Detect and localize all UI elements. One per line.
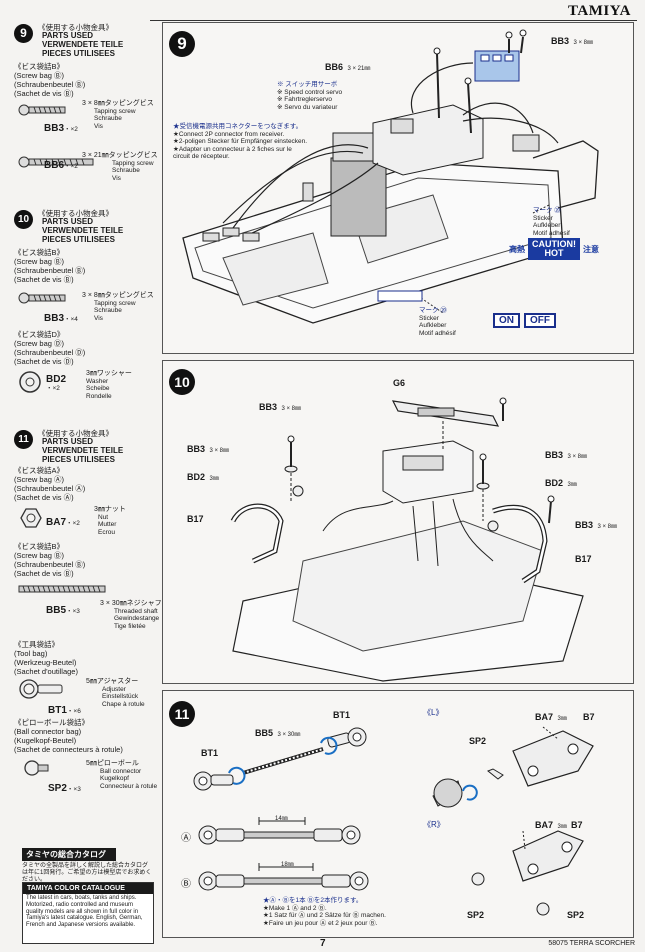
sp2-callout-l: SP2: [469, 736, 487, 746]
step-11-number: 11: [169, 701, 195, 727]
bt1-callout-left: BT1: [201, 748, 219, 758]
left-side-label: 《L》: [423, 708, 444, 717]
bt1-callout-right: BT1: [333, 710, 351, 720]
tapping-screw-long-icon: [18, 156, 94, 168]
ball-connector-icon: [24, 760, 49, 776]
tapping-screw-short-icon: [18, 104, 66, 116]
step-10-panel: 10 G6: [162, 360, 634, 684]
parts-used-jp: 《使用する小物金具》: [38, 209, 113, 218]
make-note: ★Ⓐ・Ⓑを1本 Ⓑを2本作ります。 ★Make 1 Ⓐ and 2 Ⓑ. ★1 …: [263, 897, 386, 927]
turnbuckle-illustration: [193, 726, 594, 916]
washer-icon: [19, 371, 41, 393]
dimension-b: 18㎜: [281, 862, 294, 868]
caution-hot-sticker: 高熱 CAUTION!HOT 注意: [509, 238, 599, 260]
brand-logo: TAMIYA: [567, 3, 631, 19]
dimension-a: 14㎜: [275, 816, 288, 822]
connector-note: ★受信機電源共用コネクターをつなぎます。 ★Connect 2P connect…: [173, 123, 308, 160]
bd2-label: BD2・×2: [46, 374, 67, 392]
parts-used-jp: 《使用する小物金具》: [38, 23, 113, 32]
bb3-callout: BB3 3 × 8㎜: [551, 36, 593, 46]
sp2-callout-r2: SP2: [567, 910, 585, 920]
sticker-note-onoff: マーク ⑳ Sticker Aufkleber Motif adhésif: [419, 307, 456, 337]
bb5-label: BB5・×3: [46, 605, 80, 616]
bb3-label: BB3・×2: [44, 123, 78, 134]
screw-bag-a: 《ビス袋詰A》(Screw bag Ⓐ)(Schraubenbeutel Ⓐ)(…: [14, 466, 86, 502]
screw-bag-b: 《ビス袋詰B》(Screw bag Ⓑ)(Schraubenbeutel Ⓑ)(…: [14, 62, 86, 98]
b7-callout-l: B7: [583, 712, 595, 722]
label-a: Ⓐ: [181, 833, 191, 844]
nut-icon: [20, 508, 42, 528]
b17-callout-right: B17: [575, 554, 592, 564]
footer-title: 58075 TERRA SCORCHER: [548, 940, 635, 947]
right-side-label: 《R》: [423, 820, 445, 829]
bb3-callout-left: BB3 3 × 8㎜: [187, 444, 229, 454]
sp2-callout-r1: SP2: [467, 910, 485, 920]
step-9-number: 9: [169, 31, 195, 57]
tapping-screw-icon: [18, 292, 66, 304]
bb6-callout: BB6 3 × 21㎜: [325, 62, 371, 72]
ball-connector-bag: 《ピローボール袋詰》(Ball connector bag)(Kugelkopf…: [14, 718, 123, 754]
bb3-callout-far-right: BB3 3 × 8㎜: [575, 520, 617, 530]
b7-callout-r: B7: [571, 820, 583, 830]
catalogue-box: TAMIYA COLOR CATALOGUE The latest in car…: [22, 882, 154, 944]
page-number: 7: [320, 938, 326, 949]
bd2-callout-left: BD2 3㎜: [187, 472, 219, 482]
label-b: Ⓑ: [181, 879, 191, 890]
header-rule: [150, 20, 637, 21]
threaded-shaft-icon: [18, 585, 106, 593]
screw-bag-d: 《ビス袋詰D》(Screw bag Ⓓ)(Schraubenbeutel Ⓓ)(…: [14, 330, 86, 366]
step-9-badge: 9: [14, 24, 33, 43]
bb5-callout: BB5 3 × 30㎜: [255, 728, 301, 738]
step-9-panel: 9: [162, 22, 634, 354]
sp2-label: SP2・×3: [48, 783, 81, 794]
bb3-callout-right: BB3 3 × 8㎜: [545, 450, 587, 460]
adjuster-icon: [19, 679, 63, 699]
b17-callout-left: B17: [187, 514, 204, 524]
tool-bag: 《工具袋詰》(Tool bag)(Werkzeug-Beutel)(Sachet…: [14, 640, 78, 676]
bd2-callout-right: BD2 3㎜: [545, 478, 577, 488]
screw-bag-b: 《ビス袋詰B》(Screw bag Ⓑ)(Schraubenbeutel Ⓑ)(…: [14, 542, 86, 578]
ba7-label: BA7・×2: [46, 517, 80, 528]
step-10-number: 10: [169, 369, 195, 395]
parts-used-jp: 《使用する小物金具》: [38, 429, 113, 438]
step-10-badge: 10: [14, 210, 33, 229]
bt1-label: BT1・×6: [48, 705, 81, 716]
servo-note: ※ スイッチ用サーボ ※ Speed control servo ※ Fahrt…: [277, 81, 343, 111]
ba7-callout-r: BA7 3㎜: [535, 820, 567, 830]
chassis-servo-illustration: [182, 29, 599, 324]
bb3-callout-top: BB3 3 × 8㎜: [259, 402, 301, 412]
step-11-panel: 11: [162, 690, 634, 938]
sticker-note-caution: マーク ⑳ Sticker Aufkleber Motif adhésif: [533, 207, 570, 237]
body-mount-illustration: [230, 397, 584, 682]
screw-bag-b: 《ビス袋詰B》(Screw bag Ⓑ)(Schraubenbeutel Ⓑ)(…: [14, 248, 86, 284]
catalogue-jp: タミヤの総合カタログ タミヤの全製品を詳しく解説した総合カタログは年に1回発行。…: [22, 848, 152, 883]
bb3-label: BB3・×4: [44, 313, 78, 324]
on-off-sticker: ON OFF: [493, 313, 556, 328]
ba7-callout-l: BA7 3㎜: [535, 712, 567, 722]
bb6-label: BB6・×2: [44, 160, 78, 171]
g6-callout: G6: [393, 378, 406, 388]
step-11-badge: 11: [14, 430, 33, 449]
